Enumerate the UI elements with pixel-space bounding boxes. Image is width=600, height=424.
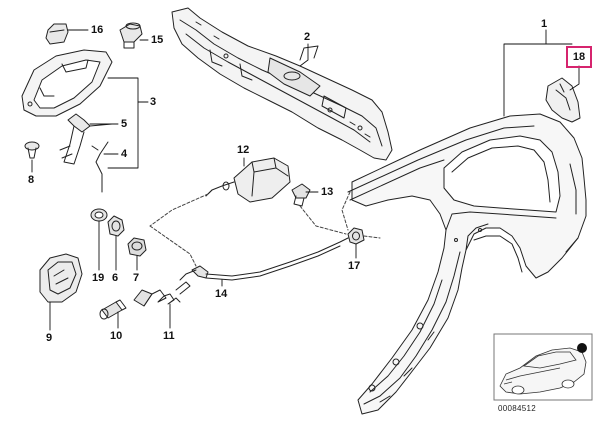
callout-13: 13: [321, 186, 334, 198]
callout-11: 11: [163, 330, 175, 342]
flap-housing-part-3: [21, 49, 113, 117]
cable-part-14: [179, 237, 349, 281]
corner-piece-part-18: [545, 77, 581, 123]
side-panel-part-1: [347, 113, 587, 415]
callout-18-label: 18: [572, 51, 586, 63]
hinge-part-5: [59, 113, 113, 165]
highlighted-callout-18[interactable]: 18: [566, 46, 592, 68]
callout-6: 6: [112, 272, 119, 284]
callout-1: 1: [541, 18, 548, 30]
rear-panel-part-2: [171, 7, 393, 161]
callout-4: 4: [121, 148, 128, 160]
callout-17: 17: [348, 260, 361, 272]
callout-3: 3: [150, 96, 157, 108]
callout-12: 12: [237, 144, 250, 156]
callout-7: 7: [133, 272, 140, 284]
callout-15: 15: [151, 34, 164, 46]
washer-part-19: [90, 208, 108, 222]
callout-16: 16: [91, 24, 104, 36]
fuel-cap-part-9: [39, 253, 83, 303]
callout-14: 14: [215, 288, 228, 300]
callout-10: 10: [110, 330, 123, 342]
bellows-rod-part-11: [133, 281, 191, 307]
bushing-part-15: [119, 22, 143, 49]
callout-5: 5: [121, 118, 128, 130]
callout-9: 9: [46, 332, 53, 344]
vehicle-thumbnail: [493, 333, 593, 401]
grommet-part-6: [107, 215, 125, 237]
callout-8: 8: [28, 174, 35, 186]
tab-part-16: [45, 23, 69, 45]
grommet-part-17: [347, 227, 365, 245]
screw-part-8: [24, 141, 40, 159]
spring-part-4: [91, 141, 109, 193]
bushing-part-7: [127, 237, 147, 257]
plunger-part-10: [99, 299, 127, 320]
diagram-part-number: 00084512: [498, 404, 536, 413]
callout-19: 19: [92, 272, 105, 284]
actuator-part-12: [205, 157, 291, 203]
callout-2: 2: [304, 31, 311, 43]
screw-part-13: [291, 183, 311, 207]
